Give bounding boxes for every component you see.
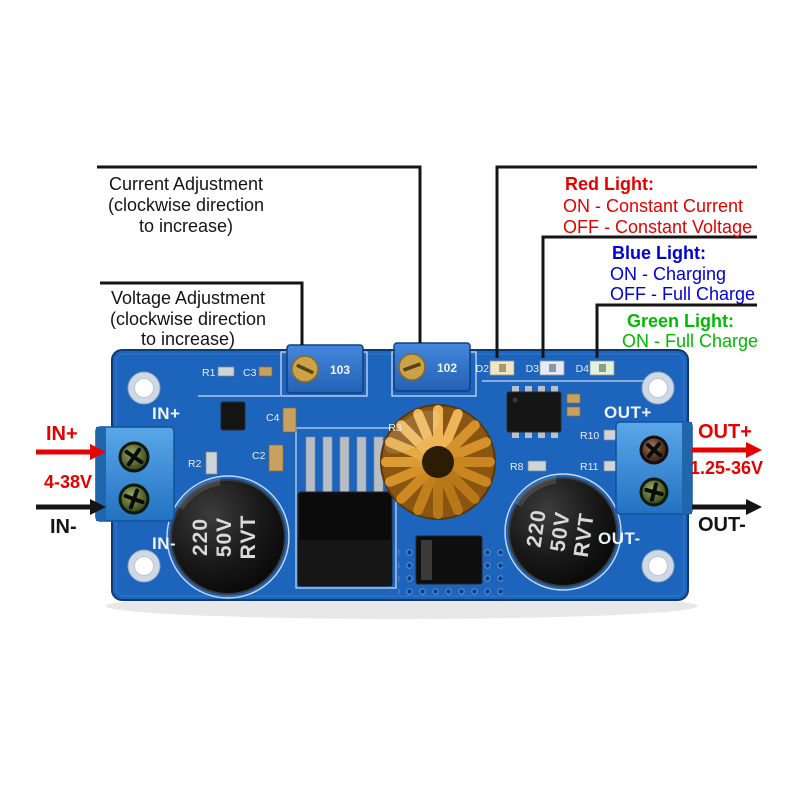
silk-c2: C2: [252, 450, 266, 462]
green-light-line-1: ON - Full Charge: [622, 331, 758, 351]
silk-r10: R10: [580, 430, 599, 442]
blue-light-line-2: OFF - Full Charge: [610, 284, 755, 304]
current-adjustment-line-2: (clockwise direction: [108, 195, 264, 215]
in-minus-arrow-head: [90, 499, 106, 515]
silk-c4: C4: [266, 412, 280, 424]
diode: [415, 535, 483, 585]
output-cap-label-2: 50V: [546, 510, 574, 553]
silk-d4: D4: [576, 363, 590, 375]
silk-out-minus: OUT-: [598, 529, 641, 548]
red-light-pointer-line: [495, 165, 757, 358]
silk-d2: D2: [476, 363, 490, 375]
silk-out-plus: OUT+: [604, 403, 652, 422]
voltage-potentiometer: 103: [286, 344, 364, 394]
current-adjustment-line-3: to increase): [139, 216, 233, 236]
green-light-title: Green Light:: [627, 311, 734, 331]
voltage-adjustment-line-2: (clockwise direction: [110, 309, 266, 329]
in-range-label: 4-38V: [44, 472, 92, 492]
output-terminal-block: [615, 421, 693, 515]
voltage-adjustment-callout: Voltage Adjustment (clockwise direction …: [110, 288, 266, 349]
red-light-callout: Red Light: ON - Constant Current OFF - C…: [563, 174, 752, 237]
led-d2: [489, 360, 515, 376]
blue-light-line-1: ON - Charging: [610, 264, 726, 284]
led-d3: [539, 360, 565, 376]
regulator-chip: [297, 436, 393, 587]
silk-r3: R3: [388, 422, 402, 434]
red-light-line-1: ON - Constant Current: [563, 196, 743, 216]
ic-chip: [506, 386, 562, 438]
green-light-callout: Green Light: ON - Full Charge: [622, 311, 758, 351]
voltage-pot-code: 103: [330, 363, 350, 377]
input-labels: IN+ 4-38V IN-: [36, 423, 106, 538]
out-plus-label: OUT+: [698, 421, 752, 443]
output-labels: OUT+ 1.25-36V OUT-: [690, 421, 763, 536]
in-minus-label: IN-: [50, 516, 77, 538]
silk-in-plus: IN+: [152, 404, 180, 423]
sot23-transistor: [220, 401, 246, 431]
input-terminal-block: [95, 426, 175, 522]
current-pot-code: 102: [437, 361, 457, 375]
output-capacitor: 220 50V RVT: [508, 476, 618, 587]
voltage-adjustment-pointer-line: [100, 281, 304, 345]
input-capacitor: 220 50V RVT: [170, 478, 286, 595]
red-light-line-2: OFF - Constant Voltage: [563, 217, 752, 237]
red-light-title: Red Light:: [565, 174, 654, 194]
mounting-hole-top-right: [641, 371, 675, 405]
input-cap-label-3: RVT: [237, 515, 260, 560]
silk-d3: D3: [526, 363, 540, 375]
blue-light-pointer-line: [541, 235, 757, 358]
silk-r1: R1: [202, 367, 216, 379]
input-cap-label-2: 50V: [213, 517, 236, 557]
in-plus-arrow-head: [90, 444, 106, 460]
mounting-hole-bottom-right: [641, 549, 675, 583]
out-range-label: 1.25-36V: [690, 458, 763, 478]
voltage-adjustment-line-3: to increase): [141, 329, 235, 349]
current-adjustment-callout: Current Adjustment (clockwise direction …: [108, 174, 264, 236]
out-minus-label: OUT-: [698, 514, 746, 536]
out-minus-arrow-head: [746, 499, 762, 515]
silk-r8: R8: [510, 461, 524, 473]
input-terminal-screw-top: [118, 441, 150, 473]
inductor-coil: [380, 404, 496, 520]
silk-r2: R2: [188, 458, 202, 470]
blue-light-title: Blue Light:: [612, 243, 706, 263]
output-terminal-screw-bottom: [639, 477, 669, 507]
voltage-adjustment-line-1: Voltage Adjustment: [111, 288, 265, 308]
silk-in-minus: IN-: [152, 534, 176, 553]
green-light-pointer-line: [595, 303, 757, 358]
in-plus-label: IN+: [46, 423, 78, 445]
silk-r11: R11: [580, 461, 599, 473]
current-adjustment-line-1: Current Adjustment: [109, 174, 263, 194]
input-cap-label-1: 220: [189, 518, 212, 556]
out-plus-arrow-head: [746, 442, 762, 458]
output-terminal-screw-top: [639, 435, 669, 465]
input-terminal-screw-bottom: [118, 483, 150, 515]
mounting-hole-top-left: [127, 371, 161, 405]
current-potentiometer: 102: [393, 342, 471, 392]
output-cap-label-1: 220: [523, 508, 551, 549]
pcb-board: 220 50V RVT 220 50V RVT: [95, 342, 693, 601]
mounting-hole-bottom-left: [127, 549, 161, 583]
blue-light-callout: Blue Light: ON - Charging OFF - Full Cha…: [610, 243, 755, 304]
silkscreen-outlines: [166, 351, 648, 599]
led-d4: [589, 360, 615, 376]
silk-c3: C3: [243, 367, 257, 379]
current-adjustment-pointer-line: [97, 165, 422, 343]
